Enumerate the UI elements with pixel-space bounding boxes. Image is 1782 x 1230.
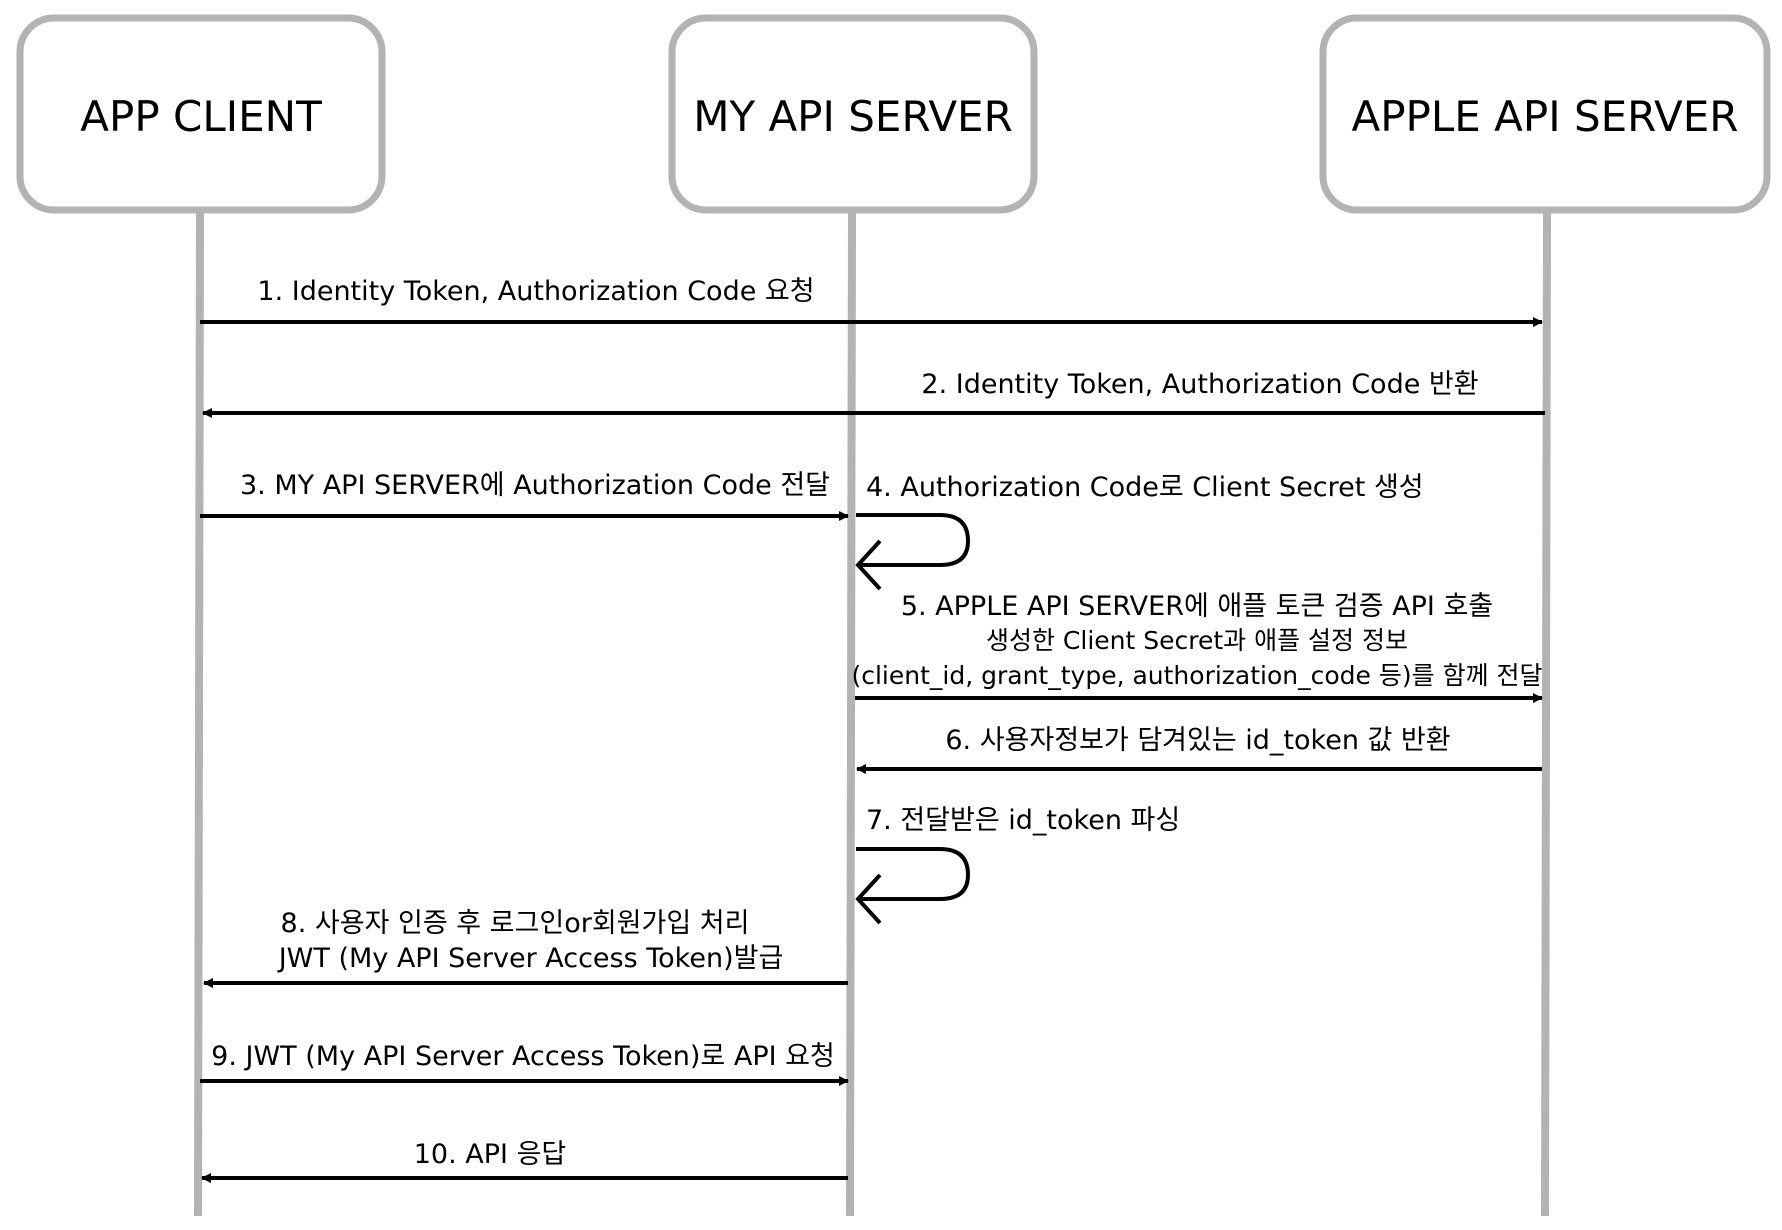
message-8: 8. 사용자 인증 후 로그인or회원가입 처리 JWT (My API Ser… [203, 908, 848, 988]
message-4-loop [856, 513, 971, 567]
actor-label-apple-api-server: APPLE API SERVER [1351, 92, 1738, 141]
lifeline-apple-api-server [1541, 209, 1551, 1217]
message-6: 6. 사용자정보가 담겨있는 id_token 값 반환 [856, 725, 1542, 774]
message-3-label: 3. MY API SERVER에 Authorization Code 전달 [240, 470, 830, 501]
actor-label-my-api-server: MY API SERVER [693, 92, 1013, 141]
message-2: 2. Identity Token, Authorization Code 반환 [202, 369, 1545, 418]
message-7-label: 7. 전달받은 id_token 파싱 [866, 805, 1180, 836]
actor-box-my-api-server [668, 14, 1038, 214]
message-4-label: 4. Authorization Code로 Client Secret 생성 [866, 472, 1424, 503]
actor-label-app-client: APP CLIENT [80, 92, 322, 141]
message-9-label: 9. JWT (My API Server Access Token)로 API… [211, 1041, 835, 1072]
message-4: 4. Authorization Code로 Client Secret 생성 [855, 472, 1424, 591]
message-5: 5. APPLE API SERVER에 애플 토큰 검증 API 호출 생성한… [851, 591, 1543, 703]
message-2-label: 2. Identity Token, Authorization Code 반환 [921, 369, 1478, 400]
actor-box-apple-api-server [1319, 14, 1771, 214]
message-9: 9. JWT (My API Server Access Token)로 API… [200, 1041, 849, 1086]
message-10: 10. API 응답 [201, 1139, 848, 1183]
message-4-arrowhead [855, 539, 882, 591]
message-1: 1. Identity Token, Authorization Code 요청 [200, 276, 1543, 327]
message-8-label-line-1: 8. 사용자 인증 후 로그인or회원가입 처리 [281, 908, 750, 939]
message-1-label: 1. Identity Token, Authorization Code 요청 [257, 276, 814, 307]
actor-box-app-client [16, 14, 386, 214]
message-8-label-line-2: JWT (My API Server Access Token)발급 [277, 943, 784, 974]
message-5-label-line-2: 생성한 Client Secret과 애플 설정 정보 [986, 626, 1408, 655]
message-10-label: 10. API 응답 [414, 1139, 567, 1170]
message-7-loop [856, 847, 971, 901]
message-3: 3. MY API SERVER에 Authorization Code 전달 [200, 470, 849, 521]
message-6-label: 6. 사용자정보가 담겨있는 id_token 값 반환 [945, 725, 1450, 756]
message-5-label-line-3: (client_id, grant_type, authorization_co… [851, 661, 1542, 690]
message-5-label-line-1: 5. APPLE API SERVER에 애플 토큰 검증 API 호출 [901, 591, 1493, 622]
message-7-arrowhead [855, 873, 882, 925]
message-7: 7. 전달받은 id_token 파싱 [855, 805, 1180, 925]
lifeline-app-client [194, 209, 204, 1217]
lifeline-my-api-server [846, 209, 856, 1217]
